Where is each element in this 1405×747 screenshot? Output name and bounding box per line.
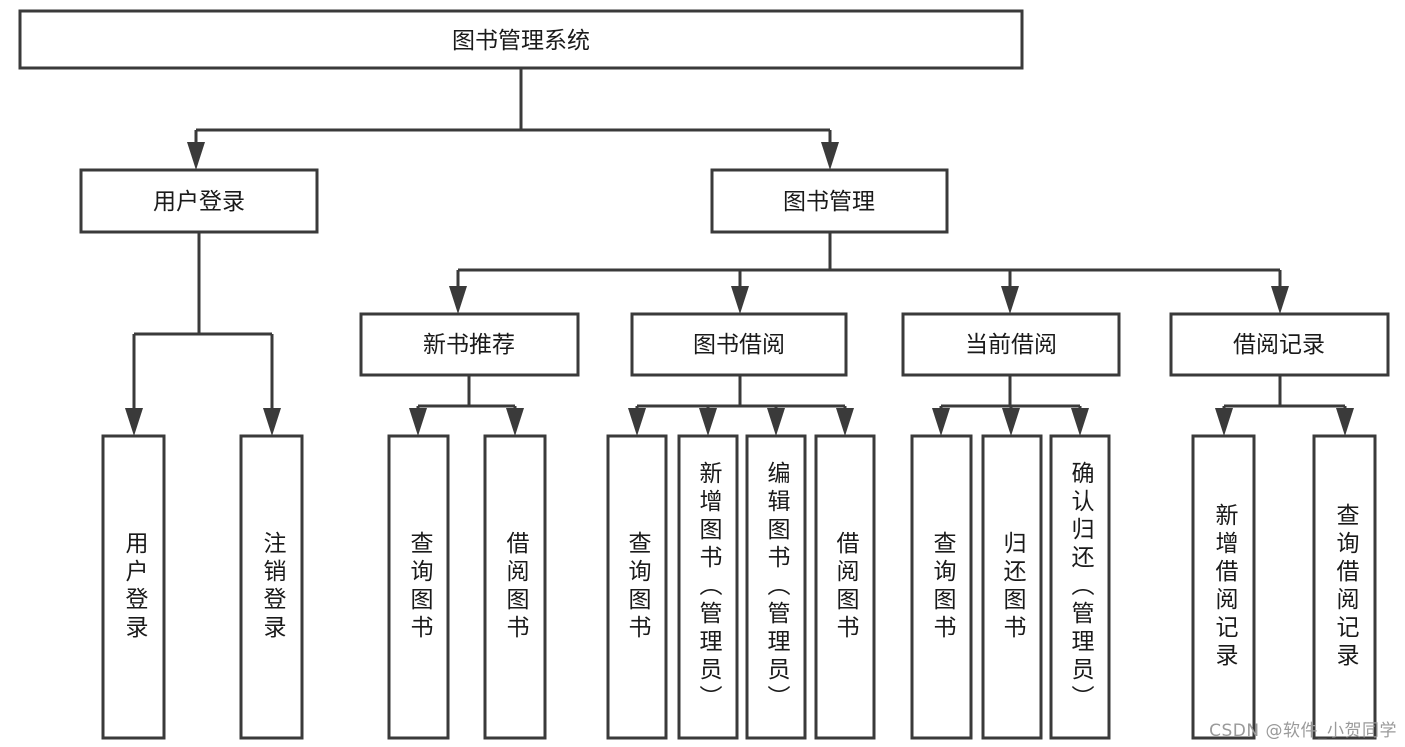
node-leaf-query-book-3-label: 查询图书 xyxy=(929,531,957,643)
node-leaf-logout[interactable]: 注销登录 xyxy=(239,434,304,740)
node-leaf-logout-rect[interactable] xyxy=(239,434,304,740)
node-new-book-rec-label: 新书推荐 xyxy=(423,332,515,358)
node-current-borrow-rect[interactable] xyxy=(901,312,1121,377)
node-leaf-add-book[interactable]: 新增图书（管理员） xyxy=(677,434,739,740)
node-root-label: 图书管理系统 xyxy=(452,28,590,54)
node-leaf-user-login-rect[interactable] xyxy=(101,434,166,740)
node-current-borrow[interactable]: 当前借阅 xyxy=(901,312,1121,377)
arrow-to-bookmanage xyxy=(821,142,839,170)
arrow-leaf-edit-book xyxy=(767,408,785,436)
node-leaf-query-record-label: 查询借阅记录 xyxy=(1332,503,1360,671)
node-leaf-confirm-return-rect[interactable] xyxy=(1049,434,1111,740)
node-leaf-add-record-rect[interactable] xyxy=(1191,434,1256,740)
connector-group-bookmanage xyxy=(449,232,1289,314)
arrow-leaf-add-record xyxy=(1215,408,1233,436)
arrow-leaf-query-book-1 xyxy=(409,408,427,436)
node-leaf-query-record-rect[interactable] xyxy=(1312,434,1377,740)
node-leaf-user-login-label: 用户登录 xyxy=(121,531,149,643)
node-leaf-add-book-rect[interactable] xyxy=(677,434,739,740)
node-leaf-query-book-1-rect[interactable] xyxy=(387,434,450,740)
node-borrow-record[interactable]: 借阅记录 xyxy=(1169,312,1390,377)
node-leaf-add-book-label: 新增图书（管理员） xyxy=(695,461,723,713)
arrow-leaf-user-login xyxy=(125,408,143,436)
node-leaf-borrow-book-2[interactable]: 借阅图书 xyxy=(814,434,876,740)
node-root[interactable]: 图书管理系统 xyxy=(18,9,1024,70)
arrow-leaf-query-book-2 xyxy=(628,408,646,436)
node-leaf-query-book-2-rect[interactable] xyxy=(606,434,668,740)
arrow-leaf-borrow-book-1 xyxy=(506,408,524,436)
arrow-leaf-return-book xyxy=(1002,408,1020,436)
node-leaf-confirm-return-label: 确认归还（管理员） xyxy=(1067,461,1095,713)
arrow-leaf-logout xyxy=(263,408,281,436)
node-leaf-add-record-label: 新增借阅记录 xyxy=(1211,503,1239,671)
node-leaf-query-record[interactable]: 查询借阅记录 xyxy=(1312,434,1377,740)
node-leaf-logout-label: 注销登录 xyxy=(259,531,287,643)
node-user-login-rect[interactable] xyxy=(79,168,319,234)
connector-group-bookborrow xyxy=(628,375,854,436)
csdn-watermark: CSDN @软件_小贺同学 xyxy=(1209,721,1397,741)
node-leaf-borrow-book-2-rect[interactable] xyxy=(814,434,876,740)
connector-group-root xyxy=(187,68,839,170)
node-leaf-edit-book[interactable]: 编辑图书（管理员） xyxy=(745,434,807,740)
connector-group-newbookrec xyxy=(409,375,524,436)
node-leaf-edit-book-label: 编辑图书（管理员） xyxy=(763,461,791,713)
node-leaf-borrow-book-1-rect[interactable] xyxy=(483,434,547,740)
node-current-borrow-label: 当前借阅 xyxy=(965,332,1057,358)
node-leaf-query-book-3[interactable]: 查询图书 xyxy=(910,434,973,740)
node-leaf-query-book-2-label: 查询图书 xyxy=(624,531,652,643)
node-book-borrow-label: 图书借阅 xyxy=(693,332,785,358)
node-root-rect[interactable] xyxy=(18,9,1024,70)
node-leaf-query-book-1[interactable]: 查询图书 xyxy=(387,434,450,740)
node-leaf-query-book-1-label: 查询图书 xyxy=(406,531,434,643)
arrow-to-newbookrec xyxy=(449,286,467,314)
arrow-leaf-query-record xyxy=(1336,408,1354,436)
node-book-manage[interactable]: 图书管理 xyxy=(710,168,949,234)
node-leaf-edit-book-rect[interactable] xyxy=(745,434,807,740)
arrow-leaf-confirm-return xyxy=(1071,408,1089,436)
node-borrow-record-label: 借阅记录 xyxy=(1233,332,1325,358)
node-leaf-return-book-label: 归还图书 xyxy=(999,531,1027,643)
node-new-book-rec[interactable]: 新书推荐 xyxy=(359,312,580,377)
node-book-manage-rect[interactable] xyxy=(710,168,949,234)
node-leaf-borrow-book-2-label: 借阅图书 xyxy=(832,531,860,643)
connector-group-currentborrow xyxy=(932,375,1089,436)
connector-group-userlogin xyxy=(125,232,281,436)
arrow-leaf-query-book-3 xyxy=(932,408,950,436)
arrow-leaf-add-book xyxy=(699,408,717,436)
node-user-login-label: 用户登录 xyxy=(153,189,245,215)
node-leaf-query-book-3-rect[interactable] xyxy=(910,434,973,740)
node-book-borrow[interactable]: 图书借阅 xyxy=(630,312,848,377)
node-new-book-rec-rect[interactable] xyxy=(359,312,580,377)
node-book-borrow-rect[interactable] xyxy=(630,312,848,377)
node-user-login[interactable]: 用户登录 xyxy=(79,168,319,234)
node-leaf-return-book[interactable]: 归还图书 xyxy=(981,434,1043,740)
arrow-to-bookborrow xyxy=(731,286,749,314)
arrow-to-currentborrow xyxy=(1001,286,1019,314)
arrow-leaf-borrow-book-2 xyxy=(836,408,854,436)
arrow-to-borrowrecord xyxy=(1271,286,1289,314)
arrow-to-userlogin xyxy=(187,142,205,170)
node-leaf-borrow-book-1-label: 借阅图书 xyxy=(502,531,530,643)
node-leaf-user-login[interactable]: 用户登录 xyxy=(101,434,166,740)
node-book-manage-label: 图书管理 xyxy=(783,189,875,215)
connector-group-borrowrecord xyxy=(1215,375,1354,436)
node-leaf-add-record[interactable]: 新增借阅记录 xyxy=(1191,434,1256,740)
node-leaf-return-book-rect[interactable] xyxy=(981,434,1043,740)
node-leaf-borrow-book-1[interactable]: 借阅图书 xyxy=(483,434,547,740)
node-leaf-query-book-2[interactable]: 查询图书 xyxy=(606,434,668,740)
node-leaf-confirm-return[interactable]: 确认归还（管理员） xyxy=(1049,434,1111,740)
node-borrow-record-rect[interactable] xyxy=(1169,312,1390,377)
